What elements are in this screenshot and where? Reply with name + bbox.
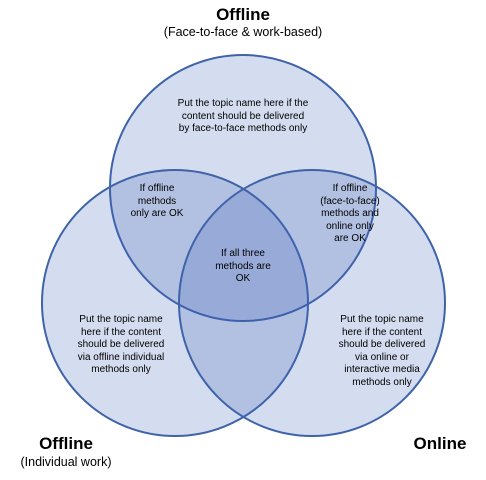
region-line: Put the topic name: [79, 314, 163, 325]
region-line: methods only: [352, 376, 412, 388]
region-line: only are OK: [130, 208, 184, 219]
top-circle-subtitle: (Face-to-face & work-based): [163, 25, 323, 39]
region-line: methods: [137, 195, 177, 207]
left-circle-title: Offline: [39, 434, 93, 453]
region-line: methods only: [91, 364, 151, 375]
region-line: methods and: [321, 208, 379, 219]
region-line: via offline individual: [77, 351, 165, 363]
right-circle-title: Online: [413, 434, 467, 453]
region-top-right-overlap: If offline (face-to-face) methods and on…: [300, 183, 400, 246]
region-line: content should be delivered: [181, 110, 305, 122]
region-line: Put the topic name here if the: [177, 98, 309, 109]
circle-offline-individual: [41, 169, 309, 437]
region-line: (face-to-face): [320, 195, 380, 207]
top-circle-title: Offline: [216, 5, 270, 24]
region-line: online only: [326, 220, 374, 232]
region-right-only: Put the topic name here if the content s…: [322, 314, 442, 389]
region-line: should be delivered: [338, 339, 426, 350]
region-left-only: Put the topic name here if the content s…: [56, 314, 186, 377]
region-line: If all three: [221, 248, 265, 259]
left-circle-subtitle: (Individual work): [20, 455, 112, 469]
region-center-all-three: If all three methods are OK: [203, 248, 283, 286]
region-line: here if the content: [341, 326, 423, 338]
region-line: Put the topic name: [340, 314, 424, 325]
region-line: by face-to-face methods only: [178, 123, 308, 134]
region-top-left-overlap: If offline methods only are OK: [117, 183, 197, 221]
region-line: If offline: [332, 183, 368, 194]
circle-online: [178, 169, 446, 437]
region-line: via online or: [355, 351, 409, 363]
region-line: here if the content: [80, 326, 162, 338]
region-line: If offline: [139, 183, 175, 194]
region-line: methods are: [215, 260, 271, 272]
region-line: OK: [235, 273, 251, 284]
region-line: should be delivered: [77, 339, 165, 350]
region-line: are OK: [334, 233, 366, 244]
region-line: interactive media: [344, 364, 420, 375]
region-top-only: Put the topic name here if the content s…: [148, 98, 338, 136]
